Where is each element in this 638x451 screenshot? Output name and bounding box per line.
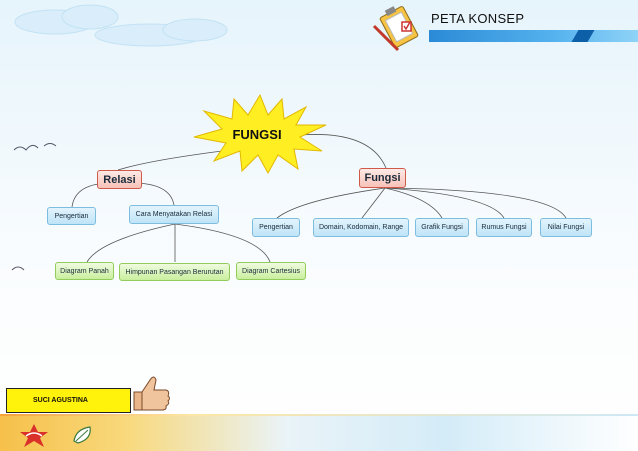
relasi-node[interactable]: Relasi (97, 170, 142, 189)
birds-decoration (13, 143, 57, 151)
fungsi-pengertian-node[interactable]: Pengertian (252, 218, 300, 237)
himpunan-pasangan-node[interactable]: Himpunan Pasangan Berurutan (119, 263, 230, 281)
rumus-fungsi-node[interactable]: Rumus Fungsi (476, 218, 532, 237)
center-node: FUNGSI (232, 126, 282, 142)
bird-icon (11, 266, 25, 271)
cara-menyatakan-relasi-node[interactable]: Cara Menyatakan Relasi (129, 205, 219, 224)
fungsi-node[interactable]: Fungsi (359, 168, 406, 188)
domain-kodomain-range-node[interactable]: Domain, Kodomain, Range (313, 218, 409, 237)
nilai-fungsi-node[interactable]: Nilai Fungsi (540, 218, 592, 237)
thumbs-up-icon (133, 376, 170, 411)
leaf-logo-icon (73, 426, 91, 444)
author-label: SUCI AGUSTINA (6, 388, 131, 413)
star-logo-icon (20, 424, 48, 447)
diagram-cartesius-node[interactable]: Diagram Cartesius (236, 262, 306, 280)
page-title: PETA KONSEP (431, 11, 525, 26)
grafik-fungsi-node[interactable]: Grafik Fungsi (415, 218, 469, 237)
footer-strip (0, 416, 638, 451)
diagram-panah-node[interactable]: Diagram Panah (55, 262, 114, 280)
fungsi-starburst (193, 93, 327, 175)
clipboard-icon (372, 6, 419, 52)
cloud-decoration (14, 4, 228, 47)
relasi-pengertian-node[interactable]: Pengertian (47, 207, 96, 225)
